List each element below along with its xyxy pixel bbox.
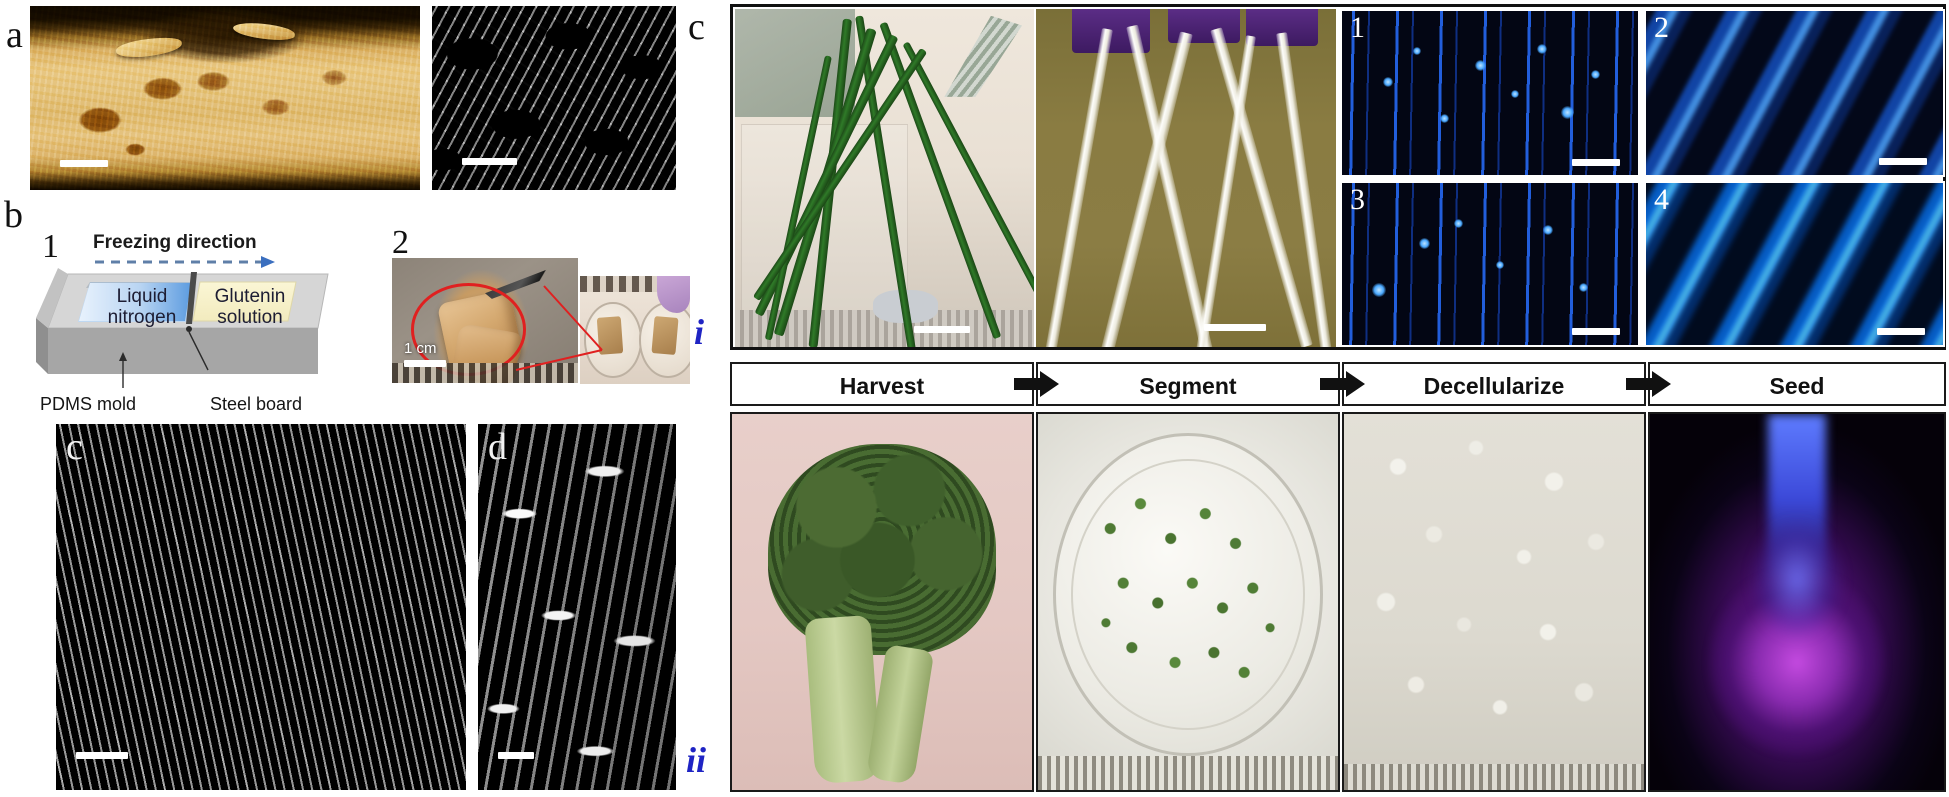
fluorescent-glow bbox=[1738, 504, 1856, 655]
flow-header-cell-seed: Seed bbox=[1648, 362, 1946, 406]
fluorescence-number-2: 2 bbox=[1654, 11, 1669, 44]
panel-c-aligned-sem bbox=[56, 424, 466, 790]
fluorescence-stripes bbox=[1342, 11, 1638, 175]
panel-c-i-frame: 1 2 3 4 bbox=[730, 4, 1946, 350]
mold-3d-drawing bbox=[36, 268, 329, 388]
flow-arrow-icon-3 bbox=[1626, 371, 1671, 397]
flow-image-harvest-broccoli bbox=[730, 412, 1034, 792]
steel-board-label: Steel board bbox=[210, 394, 303, 414]
panel-label-c-right: c bbox=[688, 6, 705, 48]
scale-bar-fluorescence-3 bbox=[1572, 328, 1620, 335]
panel-d-sem bbox=[478, 424, 676, 790]
flow-step-label-harvest: Harvest bbox=[839, 373, 925, 399]
sub-panel-label-ii: ii bbox=[686, 740, 707, 780]
liquid-nitrogen-label-line1: Liquid bbox=[116, 286, 168, 307]
decellularized-tissue-texture bbox=[1344, 414, 1644, 790]
liquid-nitrogen-label-line2: nitrogen bbox=[107, 307, 177, 329]
fluorescent-dot bbox=[1371, 283, 1386, 298]
flow-image-segment-dish bbox=[1036, 412, 1340, 792]
scale-bar-panel-d bbox=[498, 752, 534, 759]
pdms-mold-schematic: Liquid nitrogen Glutenin solution bbox=[28, 266, 348, 396]
petri-dish-inner-ring bbox=[1071, 459, 1305, 730]
fluorescent-dot bbox=[1475, 60, 1487, 72]
flow-step-label-decellularize: Decellularize bbox=[1423, 373, 1565, 399]
panel-label-b: b bbox=[4, 194, 23, 236]
fluorescence-image-2: 2 bbox=[1644, 9, 1945, 177]
flow-arrow-icon-1 bbox=[1014, 371, 1059, 397]
fluorescent-dot bbox=[1495, 260, 1504, 269]
fluorescence-diagonal-bands bbox=[1646, 11, 1943, 175]
scale-bar-grass-photo bbox=[914, 326, 971, 333]
flow-image-decellularize bbox=[1342, 412, 1646, 792]
pdms-mold-label: PDMS mold bbox=[40, 394, 137, 414]
fluorescence-image-1: 1 bbox=[1340, 9, 1640, 177]
ruler-strip bbox=[392, 363, 578, 383]
texture-overlay bbox=[30, 6, 420, 190]
scale-bar-1cm bbox=[404, 360, 446, 367]
gloved-hand bbox=[657, 276, 690, 313]
fluorescence-image-3: 3 bbox=[1340, 181, 1640, 347]
decellularized-fiber bbox=[1276, 31, 1333, 347]
fluorescence-image-4: 4 bbox=[1644, 181, 1945, 347]
ruler-strip bbox=[1038, 756, 1338, 790]
scale-bar-panel-a-sem bbox=[462, 158, 517, 165]
flow-arrow-icon-2 bbox=[1320, 371, 1365, 397]
panel-label-c-sem: c bbox=[66, 426, 83, 468]
fluorescent-dot bbox=[1454, 218, 1464, 228]
fluorescence-stripes bbox=[1342, 183, 1638, 345]
fluorescent-dot bbox=[1418, 238, 1430, 250]
panel-label-d-sem: d bbox=[488, 426, 507, 468]
scale-bar-fluorescence-4 bbox=[1877, 328, 1925, 335]
fluorescent-dot bbox=[1537, 43, 1548, 54]
panel-b2-dish-photo bbox=[580, 276, 690, 384]
scale-bar-fiber-photo bbox=[1204, 324, 1266, 331]
broccoli-head bbox=[768, 444, 996, 655]
sub-panel-label-i: i bbox=[694, 312, 705, 352]
fluorescent-dot bbox=[1510, 89, 1519, 98]
freezing-direction-arrow-icon bbox=[95, 256, 275, 268]
red-leader-lines bbox=[515, 285, 603, 371]
broccoli-stalk bbox=[865, 644, 935, 786]
scale-bar-label-1cm: 1 cm bbox=[404, 340, 437, 357]
fluorescence-number-3: 3 bbox=[1350, 183, 1365, 216]
fluorescence-number-1: 1 bbox=[1350, 11, 1365, 44]
aligned-fiber-texture bbox=[56, 424, 466, 790]
fluorescent-dot bbox=[1578, 283, 1588, 293]
broccoli-segments bbox=[1080, 474, 1296, 723]
flow-header-cell-harvest: Harvest bbox=[730, 362, 1034, 406]
fluorescent-dot bbox=[1543, 225, 1554, 236]
scale-bar-panel-c bbox=[76, 752, 128, 759]
fluorescence-diagonal-bands bbox=[1646, 183, 1943, 345]
ruler-strip bbox=[1344, 763, 1644, 790]
fluorescence-number-4: 4 bbox=[1654, 183, 1669, 216]
fluorescent-dot bbox=[1439, 114, 1449, 124]
flow-header-cell-decellularize: Decellularize bbox=[1342, 362, 1646, 406]
panel-label-a: a bbox=[6, 14, 23, 56]
scale-bar-fluorescence-2 bbox=[1879, 158, 1927, 165]
flow-header-cell-segment: Segment bbox=[1036, 362, 1340, 406]
fluorescent-dot bbox=[1590, 70, 1600, 80]
flow-step-label-seed: Seed bbox=[1769, 373, 1825, 399]
panel-b-sub-label-1: 1 bbox=[42, 228, 59, 265]
decellularized-fiber bbox=[1044, 28, 1113, 347]
panel-a-optical-micrograph bbox=[30, 6, 420, 190]
flow-image-seed-fluorescence bbox=[1648, 412, 1946, 792]
glutenin-solution-label-line2: solution bbox=[217, 307, 283, 329]
fluorescent-dot bbox=[1383, 76, 1394, 87]
glutenin-solution-label-line1: Glutenin bbox=[214, 286, 286, 307]
fluorescent-dot bbox=[1561, 106, 1575, 120]
freezing-direction-label: Freezing direction bbox=[93, 232, 257, 253]
grass-in-beaker-photo bbox=[735, 9, 1034, 347]
scale-bar-panel-a-optical bbox=[60, 160, 108, 167]
flow-step-label-segment: Segment bbox=[1139, 373, 1237, 399]
porous-fiber-texture bbox=[478, 424, 676, 790]
fluorescent-dot bbox=[1413, 47, 1422, 56]
scale-bar-fluorescence-1 bbox=[1572, 159, 1620, 166]
decellularized-fibers-photo bbox=[1036, 9, 1336, 347]
panel-b-sub-label-2: 2 bbox=[392, 224, 409, 261]
grass-seed-head bbox=[944, 15, 1023, 97]
